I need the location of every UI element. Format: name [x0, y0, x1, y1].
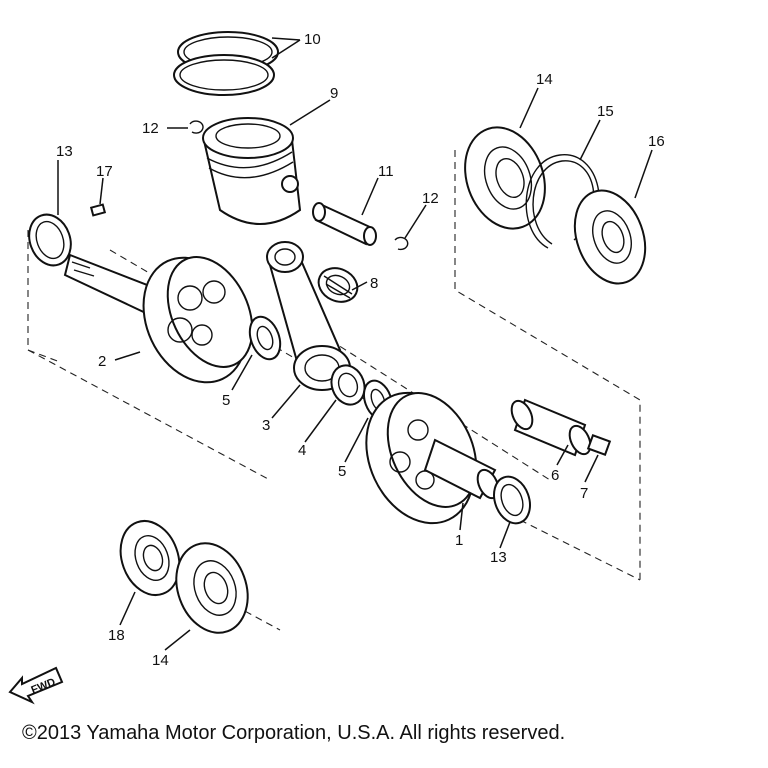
callout-15: 15	[597, 103, 614, 120]
piston-pin-clip-right	[394, 236, 409, 251]
callout-5-left: 5	[222, 392, 230, 409]
piston-pin-clip-left	[189, 120, 204, 134]
callout-6: 6	[551, 467, 559, 484]
oil-seal-right	[493, 475, 531, 525]
crank-bearing-lower	[175, 542, 249, 634]
callout-16: 16	[648, 133, 665, 150]
straight-key	[586, 434, 612, 456]
callout-14-upper: 14	[536, 71, 553, 88]
crank-bearing-upper	[464, 126, 546, 230]
callout-12-left: 12	[142, 120, 159, 137]
callout-17: 17	[96, 163, 113, 180]
callout-13-left: 13	[56, 143, 73, 160]
callout-10: 10	[304, 31, 321, 48]
callout-7: 7	[580, 485, 588, 502]
oil-seal-left	[28, 213, 72, 267]
callout-2: 2	[98, 353, 106, 370]
small-end-bearing	[317, 267, 359, 303]
callout-4: 4	[298, 442, 306, 459]
callout-8: 8	[370, 275, 378, 292]
callout-9: 9	[330, 85, 338, 102]
piston	[202, 117, 302, 225]
oil-seal-lower	[119, 520, 181, 596]
callout-12-right: 12	[422, 190, 439, 207]
crank-half-left	[63, 253, 254, 384]
fwd-arrow-icon: FWD	[8, 666, 64, 705]
piston-pin	[312, 202, 377, 246]
callout-numbers: 10 9 12 11 12 8 13 17 2 5 3 4 5 14 15 16…	[56, 31, 665, 669]
callout-3: 3	[262, 417, 270, 434]
piston-rings	[173, 31, 279, 96]
callout-14-lower: 14	[152, 652, 169, 669]
crank-half-right	[365, 391, 500, 525]
woodruff-key	[89, 203, 107, 217]
oil-seal-upper	[573, 189, 647, 285]
crank-pin	[510, 398, 592, 457]
connecting-rod	[266, 241, 351, 391]
callout-18: 18	[108, 627, 125, 644]
callout-5-right: 5	[338, 463, 346, 480]
callout-13-right: 13	[490, 549, 507, 566]
callout-11: 11	[378, 163, 394, 180]
leader-lines	[57, 37, 653, 651]
thrust-washer-left	[248, 315, 282, 361]
big-end-bearing	[330, 364, 366, 406]
callout-1: 1	[455, 532, 463, 549]
copyright-notice: ©2013 Yamaha Motor Corporation, U.S.A. A…	[22, 722, 566, 744]
